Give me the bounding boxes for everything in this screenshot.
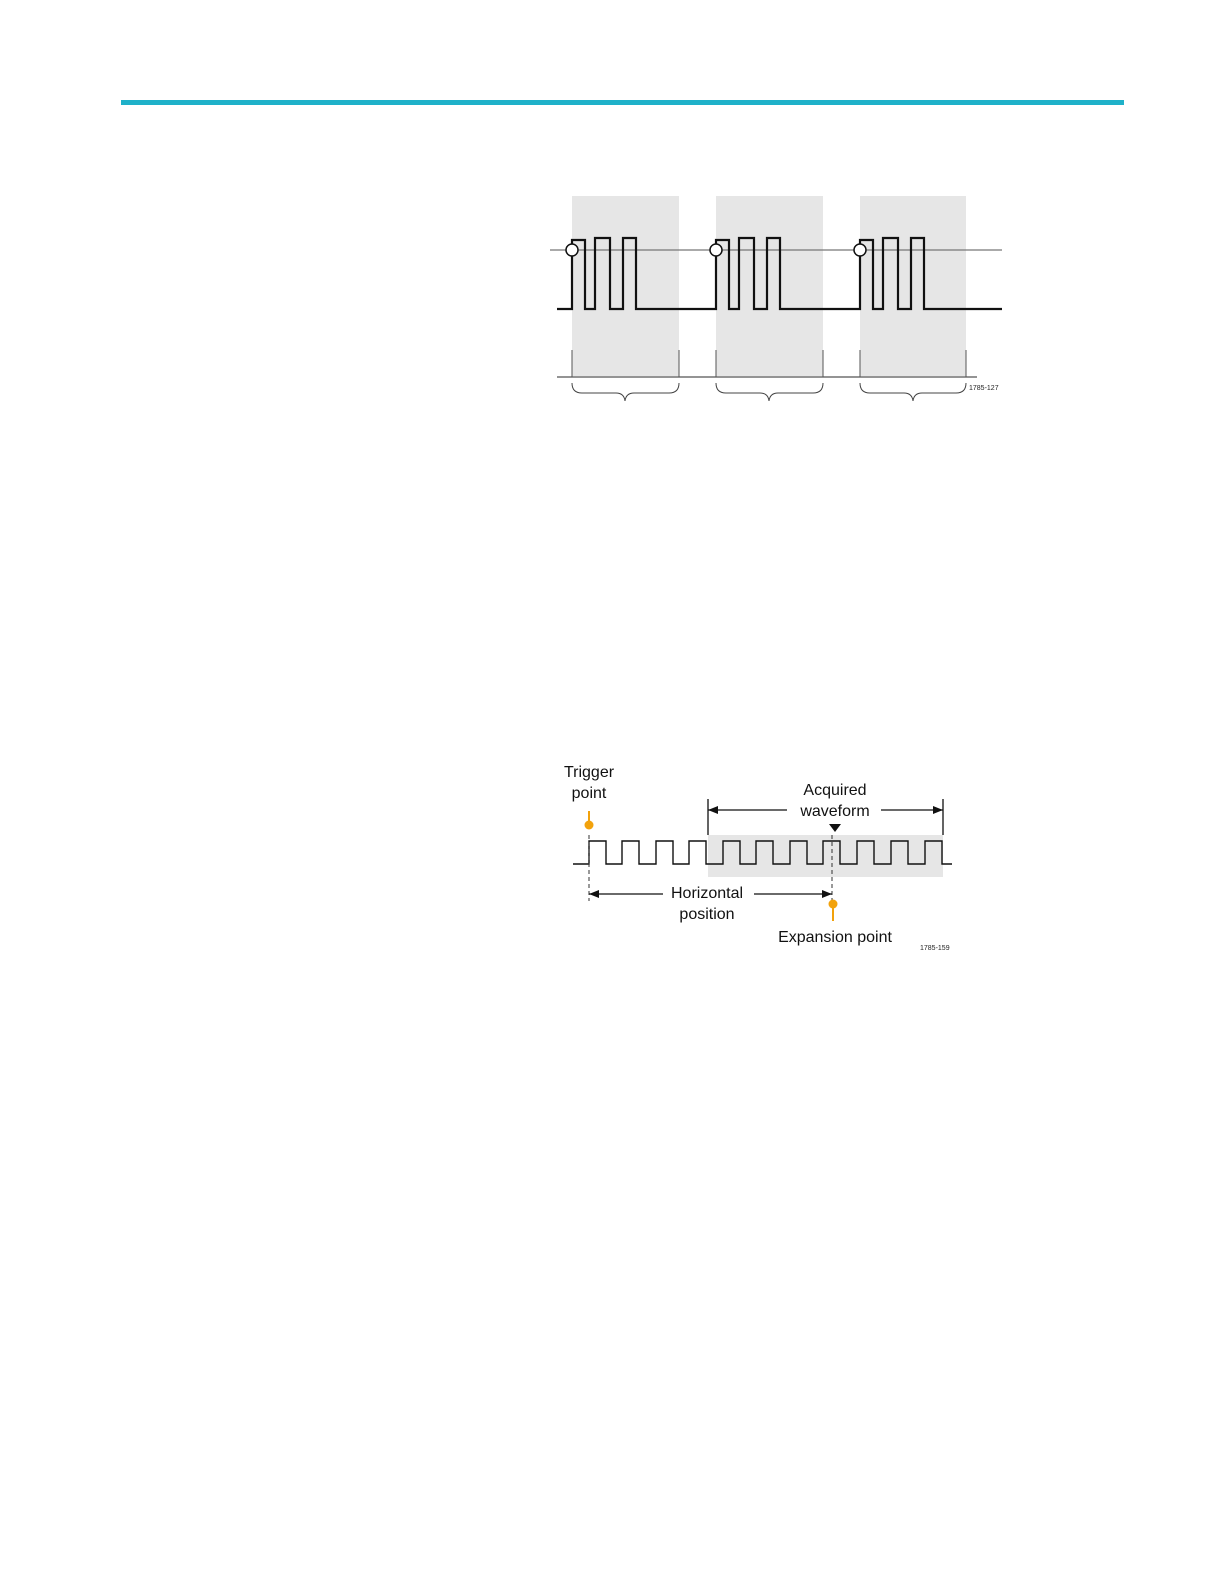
fig1-window-2 bbox=[716, 196, 823, 376]
fig2-horizontal-position-diagram: Trigger point Acquired waveform Horizont… bbox=[555, 755, 975, 960]
fig1-brace-3 bbox=[860, 383, 966, 401]
fig2-trigger-label-line1: Trigger bbox=[564, 764, 615, 781]
fig2-expansion-point-label: Expansion point bbox=[778, 929, 892, 946]
fig1-trigger-marker-2 bbox=[710, 244, 722, 256]
fig2-trigger-dot bbox=[585, 821, 594, 830]
fig2-acquired-label-line2: waveform bbox=[799, 803, 869, 820]
header-rule bbox=[121, 100, 1124, 105]
fig2-horizontal-position-label-line1: Horizontal bbox=[671, 885, 743, 902]
fig1-window-1 bbox=[572, 196, 679, 376]
fig1-shaded-windows bbox=[572, 196, 966, 376]
fig1-id-label: 1785-127 bbox=[969, 385, 999, 392]
fig1-acquisition-diagram: 1785-127 bbox=[545, 190, 1005, 415]
fig1-braces bbox=[572, 383, 966, 401]
fig2-horizontal-arrowhead-left bbox=[589, 890, 599, 898]
fig2-acquired-arrow-right bbox=[933, 806, 943, 814]
fig1-brace-2 bbox=[716, 383, 823, 401]
fig1-brace-1 bbox=[572, 383, 679, 401]
fig2-id-label: 1785-159 bbox=[920, 945, 950, 952]
fig2-acquired-arrow-left bbox=[708, 806, 718, 814]
fig2-horizontal-position-label-line2: position bbox=[679, 906, 734, 923]
fig1-trigger-marker-1 bbox=[566, 244, 578, 256]
fig2-horizontal-arrowhead-right bbox=[822, 890, 832, 898]
fig2-expansion-marker-triangle bbox=[829, 824, 841, 832]
fig1-trigger-marker-3 bbox=[854, 244, 866, 256]
fig1-window-3 bbox=[860, 196, 966, 376]
fig2-trigger-label-line2: point bbox=[572, 785, 607, 802]
fig2-acquired-label-line1: Acquired bbox=[803, 782, 866, 799]
